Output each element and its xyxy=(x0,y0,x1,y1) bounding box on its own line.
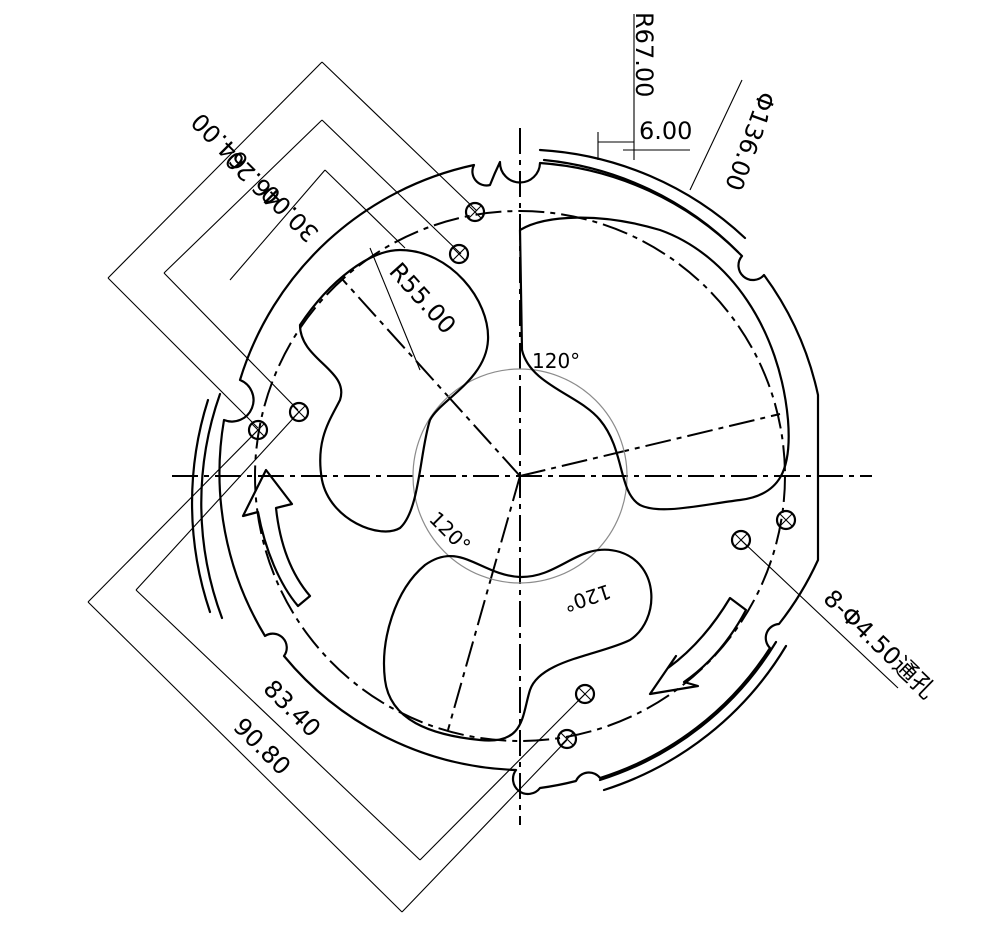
cutout-upper-left xyxy=(298,248,490,533)
label-angle-bottom: 120° xyxy=(561,579,614,617)
label-w6: 6.00 xyxy=(639,117,692,145)
cutout-bottom xyxy=(383,548,653,742)
label-angle-left: 120° xyxy=(424,507,475,558)
rim-arc-left-outer xyxy=(190,398,212,614)
dimension-lines xyxy=(87,14,899,913)
cutout-right xyxy=(518,216,790,511)
bolt-circle xyxy=(254,210,786,742)
rim-arc-bottom-right xyxy=(602,644,788,792)
rim-arc-left xyxy=(200,392,224,620)
label-d30: 30.00 xyxy=(256,179,324,247)
hole-1 xyxy=(464,201,486,223)
rim-arc-bottom-right-inner xyxy=(598,640,778,782)
rotation-arrow-left xyxy=(241,468,312,608)
hole-2 xyxy=(448,243,470,265)
rim-arcs xyxy=(190,148,788,792)
label-r55: R55.00 xyxy=(384,257,462,339)
label-r67: R67.00 xyxy=(630,12,658,97)
radial-line-right xyxy=(519,413,781,477)
rim-arc-top xyxy=(538,148,747,240)
hole-5 xyxy=(775,509,797,531)
outer-contour xyxy=(218,160,820,796)
dimension-texts: R67.00 Φ136.00 6.00 64.00 46.20 30.00 R5… xyxy=(186,12,941,781)
center-lines xyxy=(172,128,872,825)
rim-arc-top-inner xyxy=(542,158,740,254)
hole-8 xyxy=(556,728,578,750)
radial-line-lower-left xyxy=(447,475,521,731)
label-d136: Φ136.00 xyxy=(719,88,780,194)
radial-line-upper-left xyxy=(342,279,521,477)
label-holes: 8-Φ4.50通孔 xyxy=(818,584,941,704)
rotation-arrow-right xyxy=(648,596,748,696)
label-d90: 90.80 xyxy=(228,712,296,780)
label-angle-top: 120° xyxy=(532,349,580,373)
inner-reference-circle xyxy=(412,368,628,584)
